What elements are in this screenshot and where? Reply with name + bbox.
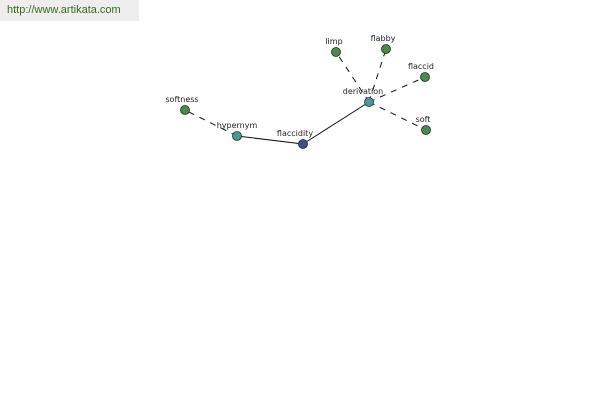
- node-softness[interactable]: softness: [165, 95, 199, 115]
- node-label-hypernym[interactable]: hypernym: [217, 121, 258, 130]
- url-banner[interactable]: http://www.artikata.com: [0, 0, 139, 21]
- edge-flaccidity-derivation: [302, 101, 370, 145]
- node-label-flaccidity[interactable]: flaccidity: [277, 129, 313, 138]
- edge-derivation-flaccid: [368, 76, 426, 103]
- node-marker-derivation[interactable]: [364, 97, 374, 107]
- edges-layer: [184, 48, 427, 145]
- node-marker-soft[interactable]: [421, 125, 431, 135]
- edge-flaccidity-hypernym: [236, 135, 304, 145]
- node-flaccidity[interactable]: flaccidity: [277, 129, 313, 149]
- edge-derivation-flabby: [368, 48, 387, 103]
- edge-derivation-soft: [368, 101, 427, 131]
- node-hypernym[interactable]: hypernym: [217, 121, 258, 141]
- node-label-flabby[interactable]: flabby: [371, 34, 396, 43]
- node-flabby[interactable]: flabby: [371, 34, 396, 54]
- edge-hypernym-softness: [184, 109, 238, 137]
- node-label-derivation[interactable]: derivation: [343, 87, 383, 96]
- node-flaccid[interactable]: flaccid: [408, 62, 434, 82]
- node-label-softness[interactable]: softness: [165, 95, 198, 104]
- node-marker-flaccidity[interactable]: [298, 139, 308, 149]
- node-derivation[interactable]: derivation: [343, 87, 383, 107]
- nodes-layer: flaccidity hypernym derivation softness limp…: [165, 34, 434, 149]
- edge-derivation-limp: [335, 51, 370, 103]
- node-label-flaccid[interactable]: flaccid: [408, 62, 434, 71]
- node-soft[interactable]: soft: [416, 115, 431, 135]
- node-label-limp[interactable]: limp: [325, 37, 342, 46]
- node-limp[interactable]: limp: [325, 37, 343, 57]
- node-marker-flabby[interactable]: [381, 44, 391, 54]
- node-marker-softness[interactable]: [180, 105, 190, 115]
- node-marker-hypernym[interactable]: [232, 131, 242, 141]
- node-marker-flaccid[interactable]: [420, 72, 430, 82]
- node-marker-limp[interactable]: [331, 47, 341, 57]
- node-label-soft[interactable]: soft: [416, 115, 431, 124]
